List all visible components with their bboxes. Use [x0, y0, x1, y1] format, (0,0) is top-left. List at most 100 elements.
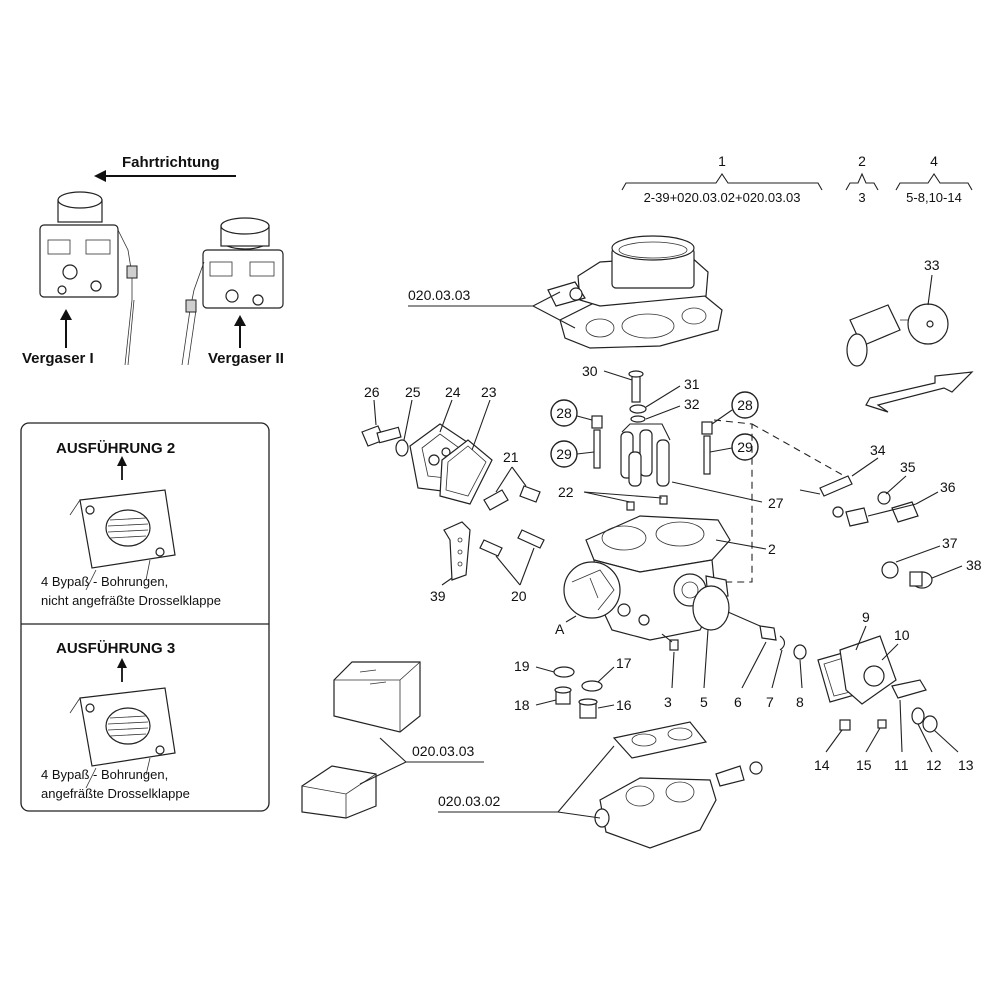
- direction-arrowhead: [94, 170, 106, 182]
- variant-3-line2: angefräßte Drosselklappe: [41, 786, 190, 801]
- variant-3-line1: 4 Bypaß - Bohrungen,: [41, 767, 168, 782]
- direction-indicator: Fahrtrichtung: [94, 154, 236, 182]
- callout-10: 10: [881, 627, 910, 661]
- variant-2-line1: 4 Bypaß - Bohrungen,: [41, 574, 168, 589]
- callout-21: 21: [495, 449, 527, 493]
- part-20-number: 20: [511, 588, 527, 604]
- part-3-number: 3: [664, 694, 672, 710]
- callout-23: 23: [471, 384, 497, 451]
- part-22-illustration: [626, 495, 668, 511]
- part-37-number: 37: [942, 535, 958, 551]
- part-16-number: 16: [616, 697, 632, 713]
- variant-2-title: AUSFÜHRUNG 2: [56, 440, 175, 457]
- callout-30: 30: [582, 363, 633, 381]
- group-4-range: 5-8,10-14: [906, 190, 962, 205]
- callout-13: 13: [933, 729, 974, 773]
- base-flange-callout: 020.03.02: [438, 745, 615, 819]
- callout-14: 14: [814, 729, 843, 773]
- top-cover-ref: 020.03.03: [408, 287, 470, 303]
- variant-2-line2: nicht angefräßte Drosselklappe: [41, 593, 221, 608]
- part-29b-number: 29: [737, 439, 753, 455]
- part-19-number: 19: [514, 658, 530, 674]
- variants-box: AUSFÜHRUNG 2 4 Bypaß - Bohrungen, nicht …: [20, 422, 270, 812]
- callout-15: 15: [856, 727, 881, 773]
- parts-23-26-illustration: [361, 423, 493, 505]
- part-33-number: 33: [924, 257, 940, 273]
- part-14-number: 14: [814, 757, 830, 773]
- part-17-number: 17: [616, 655, 632, 671]
- callout-29-left: 29: [550, 440, 595, 468]
- group-1-range: 2-39+020.03.02+020.03.03: [644, 190, 801, 205]
- callout-2: 2: [715, 539, 776, 557]
- callout-28-right: 28: [711, 391, 759, 425]
- callout-17: 17: [597, 655, 632, 683]
- group-1: 1 2-39+020.03.02+020.03.03: [621, 153, 823, 205]
- part-10-number: 10: [894, 627, 910, 643]
- callout-36: 36: [867, 479, 956, 517]
- top-cover-illustration: [547, 235, 723, 349]
- base-flange-ref: 020.03.02: [438, 793, 500, 809]
- part-8-number: 8: [796, 694, 804, 710]
- callout-5: 5: [700, 629, 709, 710]
- parts-16-19-illustration: [553, 666, 603, 719]
- callout-31: 31: [645, 376, 700, 408]
- part-30-number: 30: [582, 363, 598, 379]
- parts-5-8-illustration: [692, 585, 807, 660]
- carburetor-2-label: Vergaser II: [208, 350, 284, 367]
- callout-8: 8: [796, 659, 804, 710]
- parts-34-38-illustration: [799, 475, 933, 589]
- group-1-number: 1: [718, 153, 726, 169]
- part-27-number: 27: [768, 495, 784, 511]
- callout-7: 7: [766, 649, 783, 710]
- part-25-number: 25: [405, 384, 421, 400]
- callout-37: 37: [895, 535, 958, 563]
- part-13-number: 13: [958, 757, 974, 773]
- callout-33: 33: [924, 257, 940, 306]
- callout-38: 38: [931, 557, 982, 579]
- callout-22: 22: [558, 484, 663, 503]
- kit-boxes-illustration: [301, 661, 421, 819]
- parts-27-29-illustration: [591, 415, 713, 487]
- part-28a-number: 28: [556, 405, 572, 421]
- direction-label: Fahrtrichtung: [122, 154, 220, 171]
- callout-16: 16: [597, 697, 632, 713]
- part-39-illustration: [443, 521, 471, 581]
- carburetor-2-illustration: [181, 217, 284, 366]
- parts-30-32-illustration: [628, 370, 647, 423]
- part-2-number: 2: [768, 541, 776, 557]
- callout-12: 12: [917, 723, 942, 773]
- part-12-number: 12: [926, 757, 942, 773]
- detail-a-illustration: [563, 561, 621, 623]
- carburetor-1-pointer: Vergaser I: [22, 309, 94, 367]
- callout-24: 24: [439, 384, 461, 433]
- variant-2-throttle-illustration: [69, 489, 176, 591]
- detail-a-label: A: [555, 621, 565, 637]
- part-32-number: 32: [684, 396, 700, 412]
- part-21-number: 21: [503, 449, 519, 465]
- part-7-number: 7: [766, 694, 774, 710]
- callout-11: 11: [894, 699, 909, 773]
- variant-3-throttle-illustration: [69, 687, 176, 789]
- part-11-number: 11: [894, 757, 909, 773]
- group-4: 4 5-8,10-14: [895, 153, 973, 205]
- assembly-dashed-line: [713, 419, 849, 583]
- callout-18: 18: [514, 697, 557, 713]
- callout-32: 32: [645, 396, 700, 420]
- top-cover-callout: 020.03.03: [408, 287, 576, 329]
- callout-35: 35: [885, 459, 916, 495]
- base-flange-illustration: [594, 721, 763, 849]
- part-35-number: 35: [900, 459, 916, 475]
- kit-boxes-ref: 020.03.03: [412, 743, 474, 759]
- part-6-number: 6: [734, 694, 742, 710]
- carburetor-1-illustration: [39, 191, 138, 366]
- part-18-number: 18: [514, 697, 530, 713]
- callout-34: 34: [851, 442, 886, 477]
- part-3-illustration: [661, 633, 679, 651]
- carburetor-1-label: Vergaser I: [22, 350, 94, 367]
- callout-9: 9: [855, 609, 870, 651]
- kit-boxes-callout: 020.03.03: [359, 737, 484, 785]
- callout-29-right: 29: [709, 433, 759, 461]
- carburetor-2-pointer: Vergaser II: [208, 315, 284, 367]
- callout-25: 25: [403, 384, 421, 441]
- callout-20: 20: [495, 547, 535, 604]
